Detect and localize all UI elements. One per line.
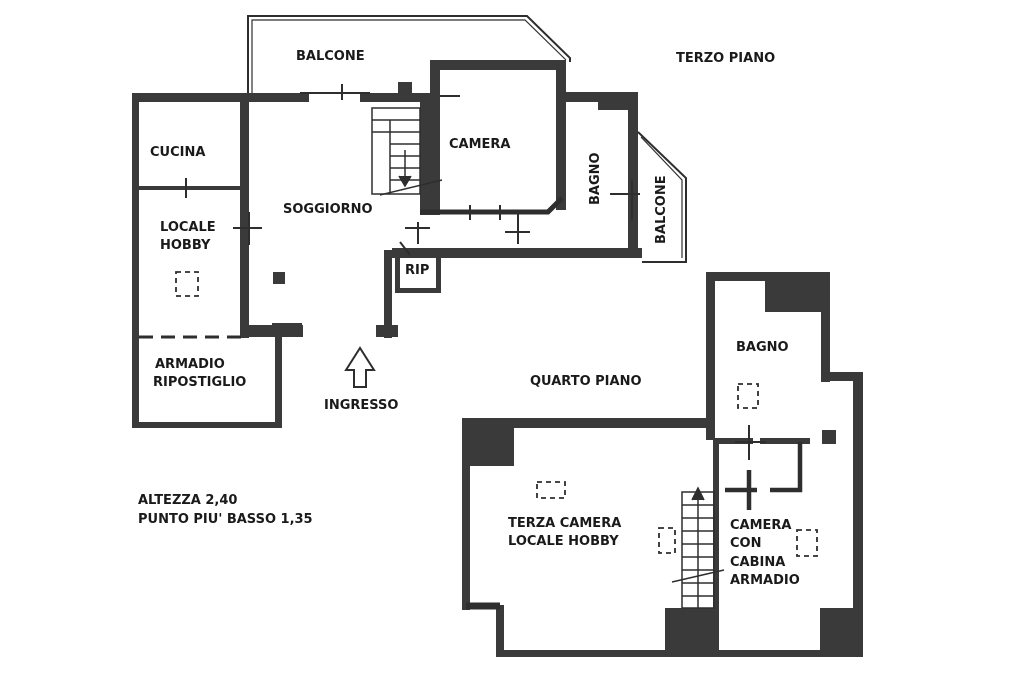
- staircase-lower: [671, 486, 725, 609]
- wall: [760, 438, 810, 444]
- room-label-locale-hobby-lower: LOCALE HOBBY: [508, 534, 619, 549]
- floor-title-lower: QUARTO PIANO: [530, 374, 642, 389]
- room-label-armadio: ARMADIO: [155, 357, 225, 372]
- wall: [820, 608, 860, 653]
- note-altezza: ALTEZZA 2,40: [138, 493, 237, 508]
- balcony-side-outline: [637, 131, 687, 263]
- wall: [240, 93, 249, 338]
- wall: [360, 93, 430, 102]
- room-label-bagno-upper: BAGNO: [588, 152, 603, 205]
- room-label-cucina: CUCINA: [150, 145, 205, 160]
- openings-lower: [735, 425, 766, 460]
- room-label-balcone-side: BALCONE: [654, 175, 669, 244]
- wall: [821, 272, 830, 382]
- wall: [713, 438, 753, 444]
- room-label-terza-camera: TERZA CAMERA: [508, 516, 621, 531]
- room-label-camera-cabina-line2: CON: [730, 536, 761, 551]
- balcony-side-outline-inner: [640, 136, 683, 258]
- wall: [132, 93, 139, 428]
- skylight-marker: [175, 271, 199, 297]
- wall: [496, 605, 504, 657]
- skylight-marker: [658, 527, 676, 554]
- quarto-piano-plan: [462, 272, 863, 657]
- wall: [392, 248, 642, 258]
- wall: [398, 82, 412, 102]
- wall: [706, 272, 715, 440]
- staircase-upper: [371, 107, 443, 196]
- wall: [628, 92, 638, 257]
- skylight-marker: [536, 481, 566, 499]
- wall: [496, 650, 863, 657]
- wall: [765, 272, 830, 312]
- wall: [598, 92, 636, 110]
- room-label-ingresso: INGRESSO: [324, 398, 398, 413]
- wall: [822, 430, 836, 444]
- room-label-locale-hobby-line1: LOCALE: [160, 220, 216, 235]
- wall: [853, 372, 863, 657]
- wall: [420, 100, 430, 215]
- note-punto-basso: PUNTO PIU' BASSO 1,35: [138, 512, 313, 527]
- room-label-camera-cabina-line3: CABINA: [730, 555, 785, 570]
- wall: [821, 372, 863, 381]
- wall: [462, 418, 514, 466]
- skylight-marker: [737, 383, 759, 409]
- wall: [132, 93, 248, 102]
- wall: [275, 325, 282, 428]
- balcony-top-outline-inner: [251, 19, 567, 93]
- wall: [430, 60, 440, 215]
- wall: [713, 438, 719, 653]
- floor-title-upper: TERZO PIANO: [676, 51, 775, 66]
- wall: [132, 422, 282, 428]
- wall: [566, 92, 611, 102]
- room-label-rip: RIP: [405, 263, 429, 278]
- room-label-camera-cabina-line1: CAMERA: [730, 518, 792, 533]
- entrance-arrow-icon: [344, 346, 376, 388]
- wall: [462, 418, 470, 610]
- openings-upper: [185, 84, 640, 256]
- wall: [665, 608, 717, 653]
- wall: [556, 60, 566, 210]
- room-label-camera: CAMERA: [449, 137, 511, 152]
- wall: [384, 250, 392, 338]
- room-label-bagno-lower: BAGNO: [736, 340, 789, 355]
- room-label-locale-hobby-line2: HOBBY: [160, 238, 211, 253]
- wall: [395, 288, 441, 293]
- wardrobe-partition: [725, 442, 803, 510]
- room-label-balcone-top: BALCONE: [296, 49, 365, 64]
- balcony-top-outline: [247, 15, 571, 93]
- room-label-ripostiglio: RIPOSTIGLIO: [153, 375, 246, 390]
- camera-bottom-wall: [420, 196, 564, 215]
- wall: [462, 418, 714, 428]
- wall: [272, 323, 302, 337]
- wall: [139, 186, 241, 190]
- room-label-soggiorno: SOGGIORNO: [283, 202, 373, 217]
- wall: [436, 258, 441, 293]
- room-label-camera-cabina-line4: ARMADIO: [730, 573, 800, 588]
- skylight-marker: [796, 529, 818, 557]
- column: [273, 272, 285, 284]
- wall: [395, 258, 400, 293]
- terzo-piano-plan: [132, 15, 687, 428]
- wall: [249, 93, 309, 102]
- wall: [430, 60, 565, 70]
